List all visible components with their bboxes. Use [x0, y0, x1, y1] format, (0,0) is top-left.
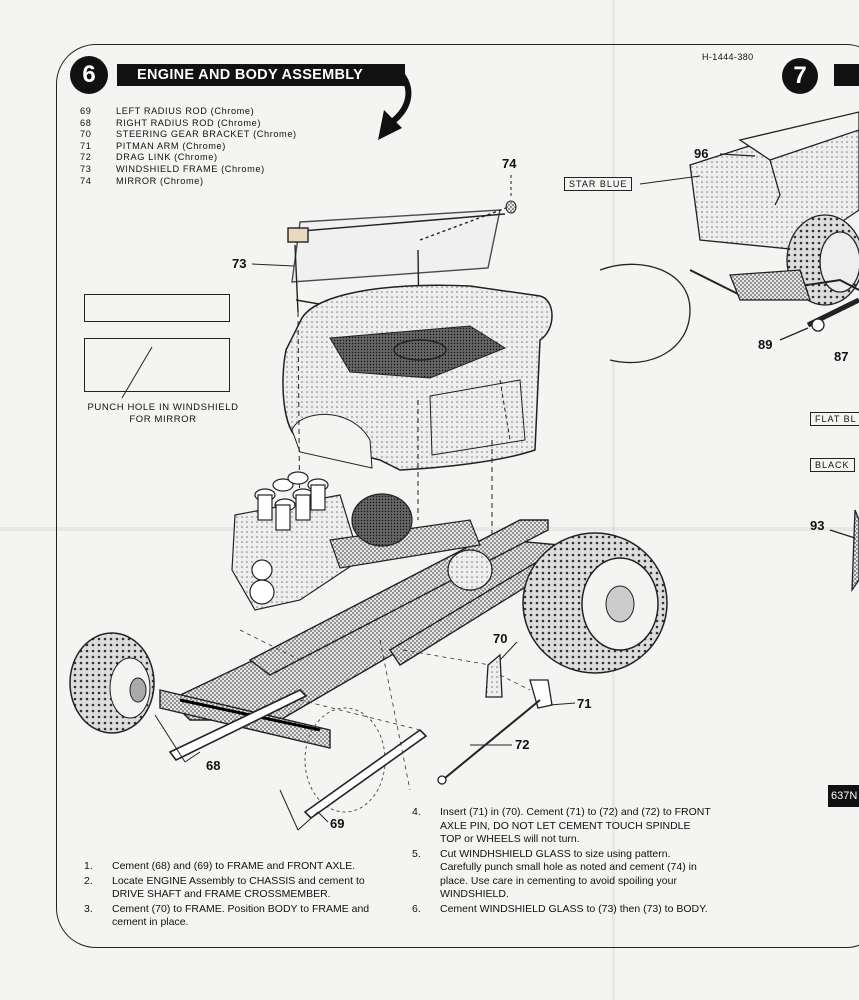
callout-89: 89	[758, 337, 773, 352]
instructions-left: 1. Cement (68) and (69) to FRAME and FRON…	[84, 860, 384, 931]
car-body	[282, 284, 553, 471]
instruction-text: Cement WINDSHIELD GLASS to (73) then (73…	[440, 902, 708, 915]
instruction-text: Cement (68) and (69) to FRAME and FRONT …	[112, 860, 356, 872]
section-title: ENGINE AND BODY ASSEMBLY	[117, 64, 405, 86]
part-number: 73	[80, 163, 92, 174]
engine-assembly	[231, 471, 493, 611]
instruction-number: 3.	[84, 902, 93, 915]
part-row: 72 DRAG LINK (Chrome)	[80, 152, 297, 164]
part-number: 71	[80, 140, 92, 151]
part-name: LEFT RADIUS ROD (Chrome)	[116, 106, 255, 116]
windshield-pattern-large	[84, 338, 230, 392]
part-row: 69 LEFT RADIUS ROD (Chrome)	[80, 106, 297, 118]
callout-74: 74	[502, 156, 517, 171]
instruction-text: Cement (70) to FRAME. Position BODY to F…	[112, 902, 370, 929]
instruction-text: Cut WINDHSHIELD GLASS to size using patt…	[440, 847, 697, 901]
instruction-number: 5.	[412, 847, 421, 860]
instruction-number: 1.	[84, 860, 93, 872]
instruction-item: 6. Cement WINDSHIELD GLASS to (73) then (…	[412, 903, 712, 917]
part-name: DRAG LINK (Chrome)	[116, 152, 218, 163]
radius-rods	[168, 689, 428, 820]
part-row: 68 RIGHT RADIUS ROD (Chrome)	[80, 118, 297, 130]
part-number: 74	[80, 175, 92, 186]
instruction-item: 3. Cement (70) to FRAME. Position BODY to…	[84, 903, 384, 930]
instruction-number: 6.	[412, 902, 421, 915]
instruction-item: 1. Cement (68) and (69) to FRAME and FRON…	[84, 860, 384, 874]
callout-68: 68	[206, 758, 221, 773]
callout-72: 72	[515, 737, 530, 752]
callout-73: 73	[232, 256, 247, 271]
front-wheel-ghost	[304, 707, 386, 813]
callout-87: 87	[834, 349, 849, 364]
step-number-badge: 6	[70, 56, 108, 94]
steering-parts	[437, 653, 553, 785]
part-row: 74 MIRROR (Chrome)	[80, 176, 297, 188]
part-number: 72	[80, 152, 92, 163]
part-name: PITMAN ARM (Chrome)	[116, 140, 226, 151]
callout-93: 93	[810, 518, 825, 533]
part-row: 73 WINDSHIELD FRAME (Chrome)	[80, 164, 297, 176]
next-step-number-badge: 7	[782, 58, 818, 94]
instruction-item: 2. Locate ENGINE Assembly to CHASSIS and …	[84, 875, 384, 902]
section-title-text: ENGINE AND BODY ASSEMBLY	[137, 67, 364, 83]
front-wheel	[69, 632, 155, 734]
part-row: 70 STEERING GEAR BRACKET (Chrome)	[80, 129, 297, 141]
rear-wheel	[522, 532, 668, 674]
page-tag: 637N	[828, 785, 859, 807]
callout-70: 70	[493, 631, 508, 646]
part-name: RIGHT RADIUS ROD (Chrome)	[116, 117, 261, 128]
color-label-flat: FLAT BL	[810, 412, 859, 426]
direction-arrow-head	[378, 110, 402, 140]
part-row: 71 PITMAN ARM (Chrome)	[80, 141, 297, 153]
part-number: 68	[80, 117, 92, 128]
part-name: MIRROR (Chrome)	[116, 175, 204, 186]
instruction-text: Insert (71) in (70). Cement (71) to (72)…	[440, 806, 711, 845]
callout-71: 71	[577, 696, 592, 711]
star-blue-pointer	[639, 175, 701, 185]
next-step-title-bar	[834, 64, 859, 86]
instruction-number: 2.	[84, 874, 93, 887]
instructions-right: 4. Insert (71) in (70). Cement (71) to (7…	[412, 806, 712, 917]
color-label-star-blue: STAR BLUE	[564, 177, 633, 191]
instruction-text: Locate ENGINE Assembly to CHASSIS and ce…	[112, 874, 365, 901]
color-label-black: BLACK	[810, 458, 855, 472]
instruction-item: 5. Cut WINDHSHIELD GLASS to size using pa…	[412, 848, 712, 902]
callout-69: 69	[330, 816, 345, 831]
page-frame	[56, 44, 859, 948]
step7-partial-illustration	[599, 111, 859, 593]
parts-list: 69 LEFT RADIUS ROD (Chrome) 68 RIGHT RADIU…	[80, 106, 297, 187]
instruction-number: 4.	[412, 806, 421, 818]
punch-hole-note: PUNCH HOLE IN WINDSHIELD FOR MIRROR	[87, 402, 239, 425]
part-number: 70	[80, 129, 92, 140]
mirror-part	[505, 175, 517, 214]
direction-arrow	[390, 67, 412, 125]
windshield-pattern-small	[84, 294, 230, 322]
part-number: 69	[80, 106, 92, 116]
document-code: H-1444-380	[702, 52, 754, 62]
instruction-item: 4. Insert (71) in (70). Cement (71) to (7…	[412, 806, 712, 847]
callout-96: 96	[694, 146, 709, 161]
part-name: WINDSHIELD FRAME (Chrome)	[116, 163, 265, 174]
fold-line-vertical	[612, 0, 615, 1000]
part-name: STEERING GEAR BRACKET (Chrome)	[116, 129, 297, 140]
